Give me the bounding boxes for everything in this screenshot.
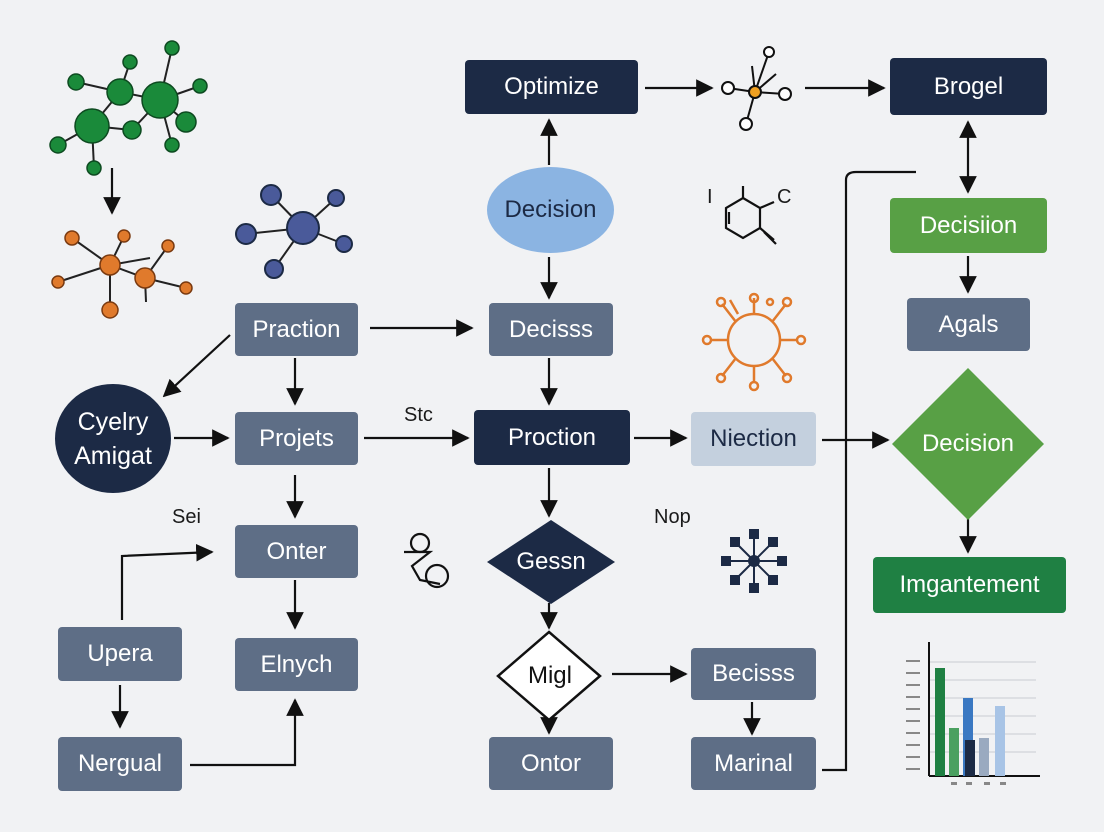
- stc-label: Stc: [404, 404, 433, 426]
- praction-label: Praction: [252, 315, 341, 343]
- network-star-icon: [721, 529, 787, 593]
- optimize-label: Optimize: [504, 73, 599, 100]
- molecule-orange-icon: [51, 229, 193, 319]
- elnych-box[interactable]: Elnych: [235, 638, 358, 691]
- bar-chart-icon: [906, 642, 1040, 785]
- decision-ellipse-label: Decision: [504, 196, 597, 223]
- brogel-box[interactable]: Brogel: [890, 58, 1047, 115]
- marinal-box[interactable]: Marinal: [691, 737, 816, 790]
- imgantement-label: Imgantement: [899, 571, 1040, 598]
- chem-c-label: C: [777, 186, 792, 208]
- gessn-diamond-label: Gessn: [516, 548, 586, 575]
- agals-label: Agals: [938, 310, 999, 338]
- molecule-blue-icon: [235, 184, 353, 279]
- onter-box[interactable]: Onter: [235, 525, 358, 578]
- cyelry-amigat-label: Cyelry Amigat: [74, 407, 152, 470]
- ontor-box[interactable]: Ontor: [489, 737, 613, 790]
- onter-label: Onter: [266, 537, 327, 565]
- elnych-label: Elnych: [260, 650, 333, 678]
- praction-box[interactable]: Praction: [235, 303, 358, 356]
- niection-box[interactable]: Niection: [691, 412, 816, 466]
- person-icon: [404, 532, 450, 589]
- sei-label: Sei: [172, 506, 201, 528]
- cyelry-amigat-circle[interactable]: Cyelry Amigat: [55, 384, 171, 493]
- decisiion-box[interactable]: Decisiion: [890, 198, 1047, 253]
- becisss-label: Becisss: [712, 660, 795, 687]
- node-graph-icon: [721, 46, 792, 131]
- decisss-label: Decisss: [508, 315, 593, 343]
- nergual-label: Nergual: [77, 750, 163, 777]
- decision-diamond-shape: [892, 368, 1044, 520]
- ontor-label: Ontor: [520, 749, 582, 777]
- orange-ring-icon: [701, 292, 807, 392]
- brogel-label: Brogel: [933, 72, 1004, 100]
- upera-label: Upera: [87, 640, 153, 667]
- projets-box[interactable]: Projets: [235, 412, 358, 465]
- chem-i-label: I: [707, 186, 713, 208]
- decisiion-label: Decisiion: [919, 211, 1018, 239]
- migl-diamond-label: Migl: [527, 662, 572, 689]
- migl-diamond-shape: [496, 630, 602, 722]
- marinal-label: Marinal: [714, 749, 793, 777]
- projets-label: Projets: [259, 424, 334, 452]
- becisss-box[interactable]: Becisss: [691, 648, 816, 700]
- niection-label: Niection: [710, 425, 797, 452]
- decision-diamond-label: Decision: [921, 430, 1015, 457]
- agals-box[interactable]: Agals: [907, 298, 1030, 351]
- benzene-icon: [724, 186, 777, 245]
- decision-ellipse[interactable]: Decision: [487, 167, 614, 253]
- decisss-box[interactable]: Decisss: [489, 303, 613, 356]
- molecule-green-icon: [49, 40, 208, 176]
- gessn-diamond-shape: [487, 520, 615, 604]
- upera-box[interactable]: Upera: [58, 627, 182, 681]
- nergual-box[interactable]: Nergual: [58, 737, 182, 791]
- optimize-box[interactable]: Optimize: [465, 60, 638, 114]
- nop-label: Nop: [654, 506, 691, 528]
- imgantement-box[interactable]: Imgantement: [873, 557, 1066, 613]
- proction-box[interactable]: Proction: [474, 410, 630, 465]
- proction-label: Proction: [507, 423, 597, 451]
